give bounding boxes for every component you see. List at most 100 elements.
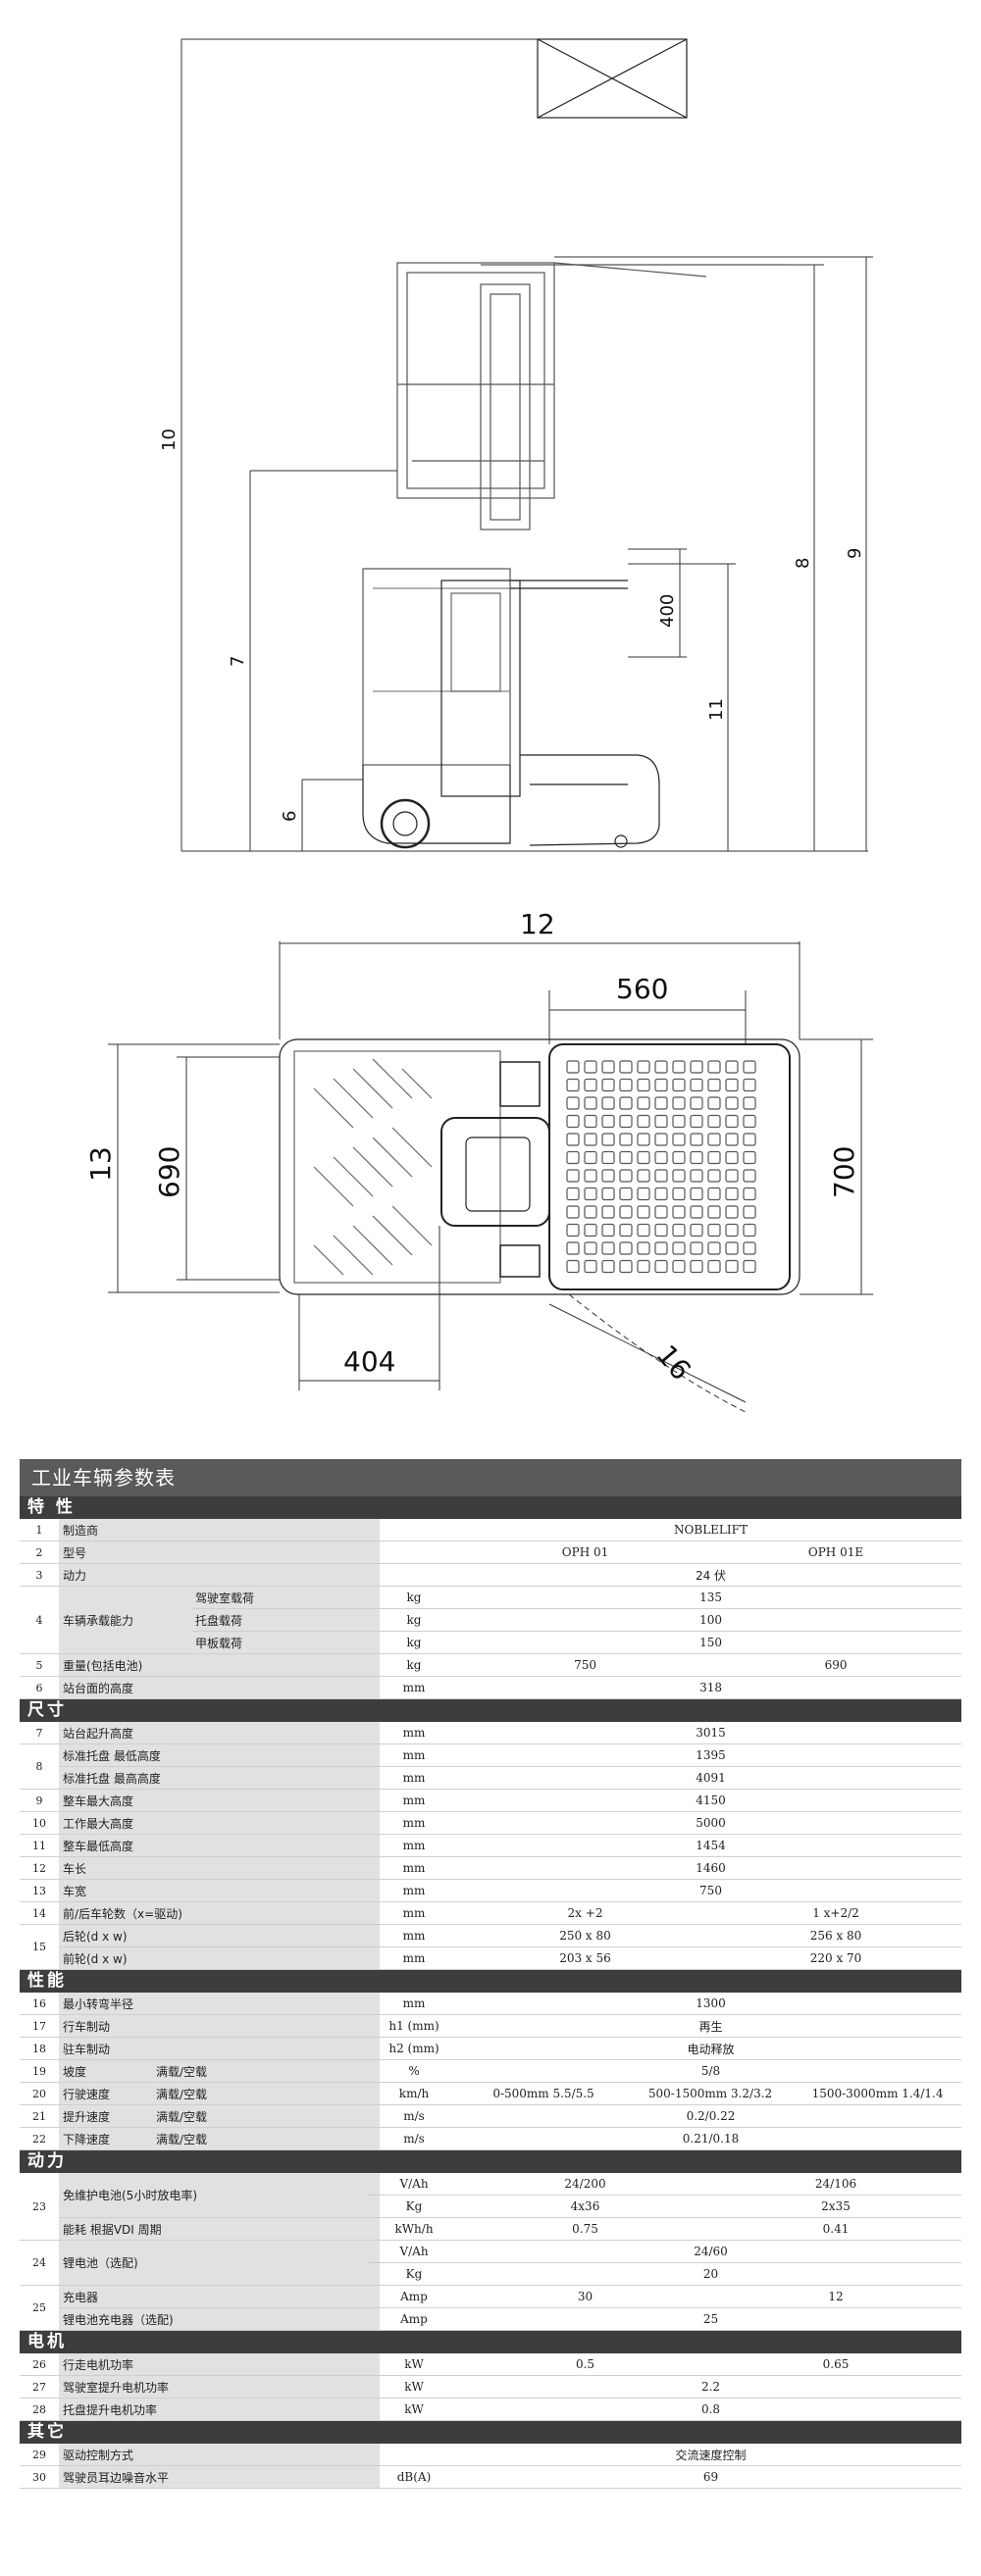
deck-grid-hole <box>584 1114 597 1129</box>
side-dimension-lines <box>181 38 873 852</box>
deck-grid-hole <box>619 1259 633 1274</box>
dim-400: 400 <box>657 594 678 628</box>
deck-grid-hole <box>725 1169 739 1183</box>
deck-grid-hole <box>584 1169 597 1183</box>
deck-grid-hole <box>566 1060 580 1074</box>
deck-grid-hole <box>654 1259 668 1274</box>
vehicle-top-outline <box>279 1038 800 1295</box>
deck-grid-hole <box>707 1078 721 1092</box>
deck-grid-hole <box>637 1060 650 1074</box>
deck-grid-hole <box>672 1187 686 1201</box>
deck-grid-hole <box>672 1259 686 1274</box>
deck-grid-hole <box>707 1096 721 1110</box>
deck-grid-hole <box>584 1223 597 1237</box>
deck-grid-hole <box>601 1060 615 1074</box>
deck-grid-hole <box>725 1114 739 1129</box>
deck-grid-hole <box>637 1096 650 1110</box>
deck-grid-hole <box>672 1060 686 1074</box>
deck-grid-hole <box>654 1078 668 1092</box>
deck-grid-hole <box>637 1114 650 1129</box>
deck-grid-hole <box>566 1259 580 1274</box>
deck-grid-hole <box>619 1150 633 1165</box>
spec-title: 工业车辆参数表 <box>20 1459 961 1496</box>
deck-grid-hole <box>725 1223 739 1237</box>
deck-grid-hole <box>619 1060 633 1074</box>
deck-grid-hole <box>637 1259 650 1274</box>
deck-grid-hole <box>637 1150 650 1165</box>
deck-grid-hole <box>672 1205 686 1219</box>
dim-6: 6 <box>280 811 300 822</box>
deck-grid-hole <box>743 1223 756 1237</box>
deck-grid-hole <box>566 1096 580 1110</box>
deck-grid-hole <box>743 1169 756 1183</box>
deck-grid-hole <box>619 1096 633 1110</box>
deck-grid-hole <box>654 1114 668 1129</box>
raised-position-box <box>537 38 688 119</box>
deck-grid-hole <box>566 1169 580 1183</box>
dim-7: 7 <box>228 656 248 667</box>
deck-grid-hole <box>707 1169 721 1183</box>
deck-grid-hole <box>672 1133 686 1146</box>
deck-grid-hole <box>725 1187 739 1201</box>
deck-grid-hole <box>707 1114 721 1129</box>
deck-grid-hole <box>619 1114 633 1129</box>
deck-grid-hole <box>637 1133 650 1146</box>
deck-grid-hole <box>725 1096 739 1110</box>
deck-grid-hole <box>619 1133 633 1146</box>
dim-560: 560 <box>616 973 668 1005</box>
deck-grid-hole <box>707 1223 721 1237</box>
deck-grid-hole <box>584 1078 597 1092</box>
deck-grid-hole <box>601 1096 615 1110</box>
deck-grid-hole <box>566 1078 580 1092</box>
deck-grid-hole <box>690 1150 703 1165</box>
deck-grid-hole <box>672 1241 686 1255</box>
deck-grid-hole <box>584 1150 597 1165</box>
section-dimensions: 尺寸 <box>20 1699 961 1722</box>
deck-grid-hole <box>654 1096 668 1110</box>
deck-grid-hole <box>601 1223 615 1237</box>
deck-grid-hole <box>743 1114 756 1129</box>
deck-grid-hole <box>619 1078 633 1092</box>
deck-grid-hole <box>690 1187 703 1201</box>
deck-grid-hole <box>637 1169 650 1183</box>
deck-grid-hole <box>566 1205 580 1219</box>
deck-grid-hole <box>619 1241 633 1255</box>
deck-grid-hole <box>619 1187 633 1201</box>
deck-grid-hole <box>584 1133 597 1146</box>
deck-grid-hole <box>672 1169 686 1183</box>
deck-grid-hole <box>725 1150 739 1165</box>
deck-grid-hole <box>690 1241 703 1255</box>
dim-16: 16 <box>650 1339 697 1387</box>
deck-grid-hole <box>654 1169 668 1183</box>
deck-grid-hole <box>637 1187 650 1201</box>
deck-grid-hole <box>672 1150 686 1165</box>
deck-grid-hole <box>601 1114 615 1129</box>
deck-grid-hole <box>743 1078 756 1092</box>
deck-grid-hole <box>601 1169 615 1183</box>
deck-grid-hole <box>672 1223 686 1237</box>
deck-grid-hole <box>584 1241 597 1255</box>
deck-grid-hole <box>672 1114 686 1129</box>
deck-grid-hole <box>743 1133 756 1146</box>
deck-grid-hole <box>707 1133 721 1146</box>
